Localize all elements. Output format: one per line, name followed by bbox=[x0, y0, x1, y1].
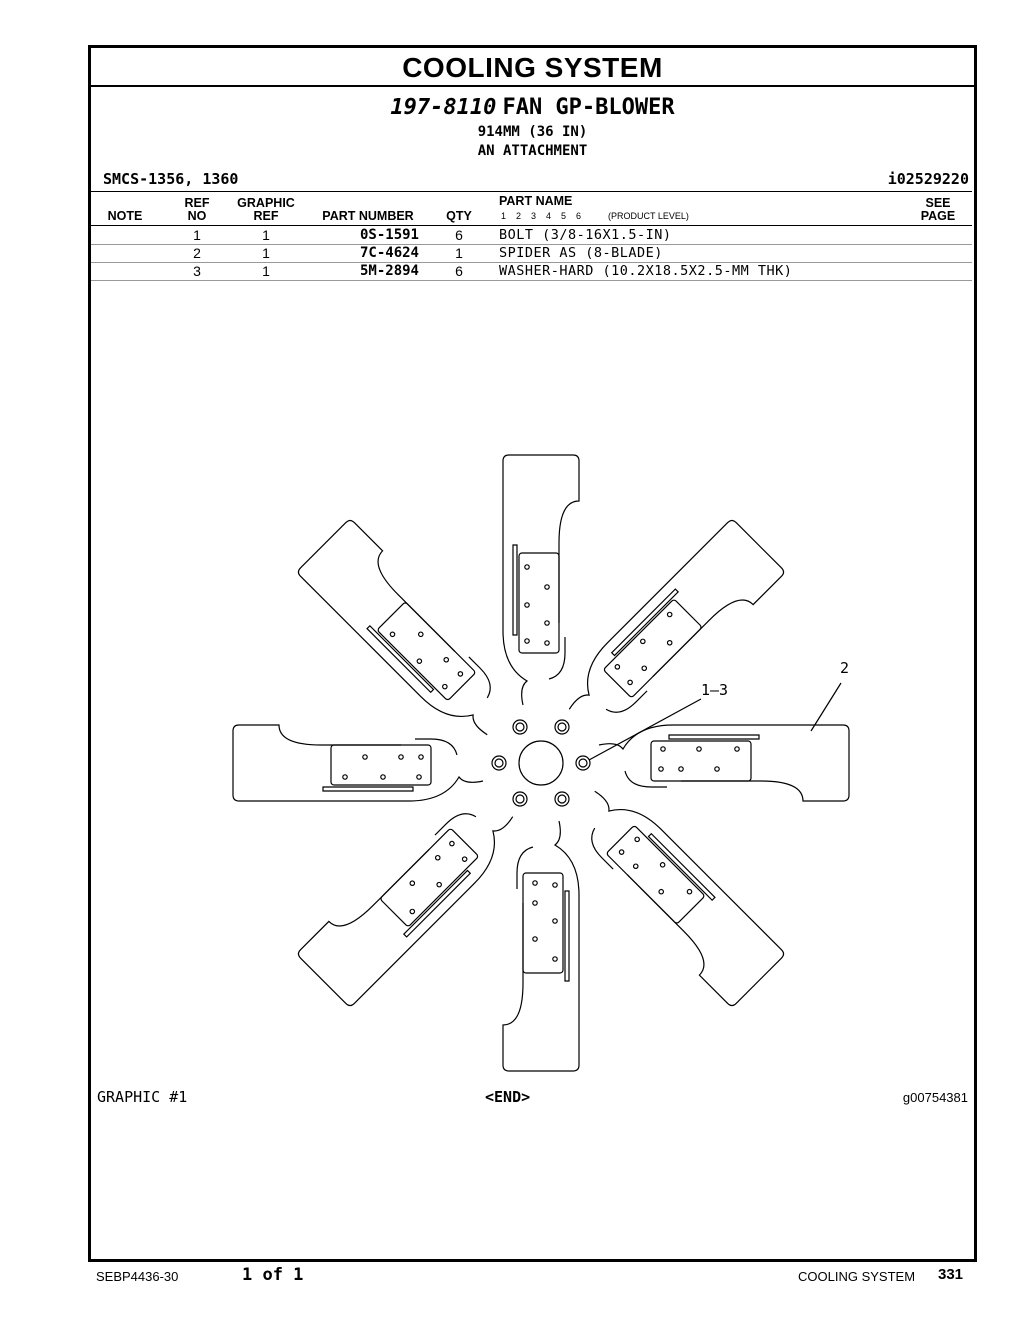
graphic-ref: 1 bbox=[262, 263, 270, 279]
fan-blade bbox=[502, 454, 580, 706]
header-ref-bottom: NO bbox=[187, 209, 207, 223]
part-name: SPIDER AS (8-BLADE) bbox=[499, 245, 663, 261]
graphic-label: GRAPHIC #1 bbox=[97, 1088, 188, 1106]
bolt-pattern bbox=[491, 719, 591, 807]
part-group-name: FAN GP-BLOWER bbox=[502, 95, 675, 120]
ref-no: 1 bbox=[193, 227, 201, 243]
qty: 6 bbox=[455, 227, 463, 243]
row-divider bbox=[91, 244, 972, 245]
table-header-rule bbox=[91, 225, 972, 226]
qty: 6 bbox=[455, 263, 463, 279]
part-group-number: 197-8110 bbox=[390, 95, 497, 120]
section-title: COOLING SYSTEM bbox=[91, 48, 974, 87]
part-group-heading: 197-8110 FAN GP-BLOWER bbox=[91, 94, 974, 120]
row-divider bbox=[91, 262, 972, 263]
part-number: 7C-4624 bbox=[359, 245, 419, 261]
header-graphic-bottom: REF bbox=[253, 209, 279, 223]
header-ref-top: REF bbox=[184, 196, 210, 210]
qty: 1 bbox=[455, 245, 463, 261]
graphic-ref: 1 bbox=[262, 245, 270, 261]
table-top-rule bbox=[91, 191, 972, 192]
footer-doc-number: SEBP4436-30 bbox=[96, 1269, 179, 1284]
part-name: WASHER-HARD (10.2X18.5X2.5-MM THK) bbox=[499, 263, 793, 279]
header-qty: QTY bbox=[446, 209, 472, 223]
header-product-level-label: (PRODUCT LEVEL) bbox=[608, 211, 689, 221]
end-marker: <END> bbox=[485, 1088, 531, 1106]
part-name: BOLT (3/8-16X1.5-IN) bbox=[499, 227, 672, 243]
hub-center bbox=[518, 740, 564, 786]
footer-page-of: 1 of 1 bbox=[242, 1265, 304, 1285]
size-line: 914MM (36 IN) bbox=[477, 124, 588, 140]
graphic-ref: 1 bbox=[262, 227, 270, 243]
part-number: 5M-2894 bbox=[359, 263, 419, 279]
header-note: NOTE bbox=[107, 209, 143, 223]
part-number: 0S-1591 bbox=[359, 227, 419, 243]
leader-line-2 bbox=[810, 682, 842, 732]
graphic-id: g00754381 bbox=[902, 1090, 968, 1105]
footer-section: COOLING SYSTEM bbox=[798, 1269, 916, 1284]
header-part-name: PART NAME bbox=[499, 194, 573, 208]
header-part-number: PART NUMBER bbox=[322, 209, 414, 223]
leader-line-1-3 bbox=[588, 698, 702, 761]
footer-page-number: 331 bbox=[938, 1266, 964, 1283]
page-frame: COOLING SYSTEM 197-8110 FAN GP-BLOWER 91… bbox=[88, 45, 977, 1262]
header-graphic-top: GRAPHIC bbox=[237, 196, 295, 210]
row-divider bbox=[91, 280, 972, 281]
header-see-bottom: PAGE bbox=[920, 209, 956, 223]
callout-1-3: 1–3 bbox=[701, 681, 729, 699]
ref-no: 2 bbox=[193, 245, 201, 261]
ref-no: 3 bbox=[193, 263, 201, 279]
header-product-level-numbers: 1 2 3 4 5 6 bbox=[501, 211, 582, 221]
attachment-line: AN ATTACHMENT bbox=[477, 143, 588, 159]
callout-2: 2 bbox=[840, 659, 850, 677]
fan-illustration bbox=[232, 454, 850, 1072]
smcs-codes: SMCS-1356, 1360 bbox=[103, 170, 239, 188]
header-see-top: SEE bbox=[925, 196, 951, 210]
illustration-id: i02529220 bbox=[887, 170, 969, 188]
